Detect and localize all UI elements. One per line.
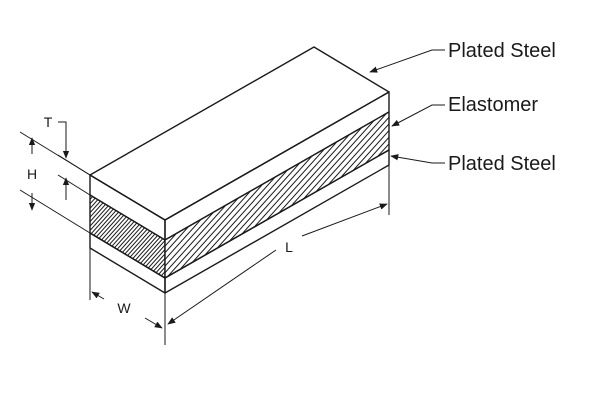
hatch-line [90,195,111,278]
hatch-line [526,105,600,285]
hatch-line [315,112,389,278]
hatch-line [550,105,600,285]
hatch-line [189,112,353,278]
leader-elastomer [391,104,445,127]
hatch-line [490,105,600,285]
top-face [89,46,390,221]
hatch-line [448,105,600,285]
hatch-line [412,105,574,285]
hatch-line [90,195,99,278]
hatch-line [484,105,600,285]
callout-top-steel-label: Plated Steel [448,40,556,62]
hatch-line [556,105,600,285]
hatch-line [502,105,600,285]
leader-bottom-steel [390,154,445,164]
hatch-line [0,105,142,285]
hatch-line [520,105,600,285]
hatch-line [207,112,371,278]
length-label: L [285,239,293,255]
hatch-line [460,105,600,285]
hatch-line [406,105,568,285]
hatch-line [436,105,598,285]
hatch-line [466,105,600,285]
hatch-line [496,105,600,285]
hatch-line [387,112,389,278]
hatch-line [177,112,341,278]
hatch-line [0,190,75,285]
hatch-line [321,112,389,278]
hatch-line [418,105,580,285]
hatch-line [375,112,389,278]
hatch-line [400,105,562,285]
hatch-line [544,105,600,285]
hatch-line [532,105,600,285]
hatch-line [0,190,83,285]
hatch-line [90,195,107,278]
hatch-line [140,195,165,278]
width-dimension [89,248,166,345]
hatch-line [508,105,600,285]
hatch-line [538,105,600,285]
hatch-line [195,112,359,278]
hatch-line [562,105,600,285]
hatch-line [0,190,71,285]
leader-top-steel [369,49,445,73]
hatch-line [90,195,119,278]
hatch-line [144,195,165,278]
hatch-line [568,105,600,285]
hatch-line [90,195,115,278]
hatch-line [442,105,600,285]
hatch-line [90,195,91,278]
hatch-line [454,105,600,285]
hatch-line [394,105,556,285]
thickness-label: T [44,114,53,130]
hatch-line [90,195,95,278]
height-label: H [27,166,37,182]
hatch-line [574,105,600,285]
hatch-line [309,112,389,278]
hatch-line [472,105,600,285]
hatch-line [430,105,592,285]
hatch-line [478,105,600,285]
hatch-line [0,190,79,285]
hatch-line [514,105,600,285]
hatch-line [327,112,389,278]
thickness-dimension [57,121,91,200]
height-dimension [19,131,91,234]
length-dimension [167,165,390,325]
hatch-line [424,105,586,285]
hatch-line [148,195,165,278]
callout-bottom-steel-label: Plated Steel [448,153,556,175]
hatch-line [0,105,148,285]
width-label: W [117,300,131,316]
hatch-line [381,112,389,278]
callout-elastomer-label: Elastomer [448,94,538,116]
hatch-line [369,112,389,278]
callout-leaders [369,49,445,164]
hatch-line [213,112,377,278]
